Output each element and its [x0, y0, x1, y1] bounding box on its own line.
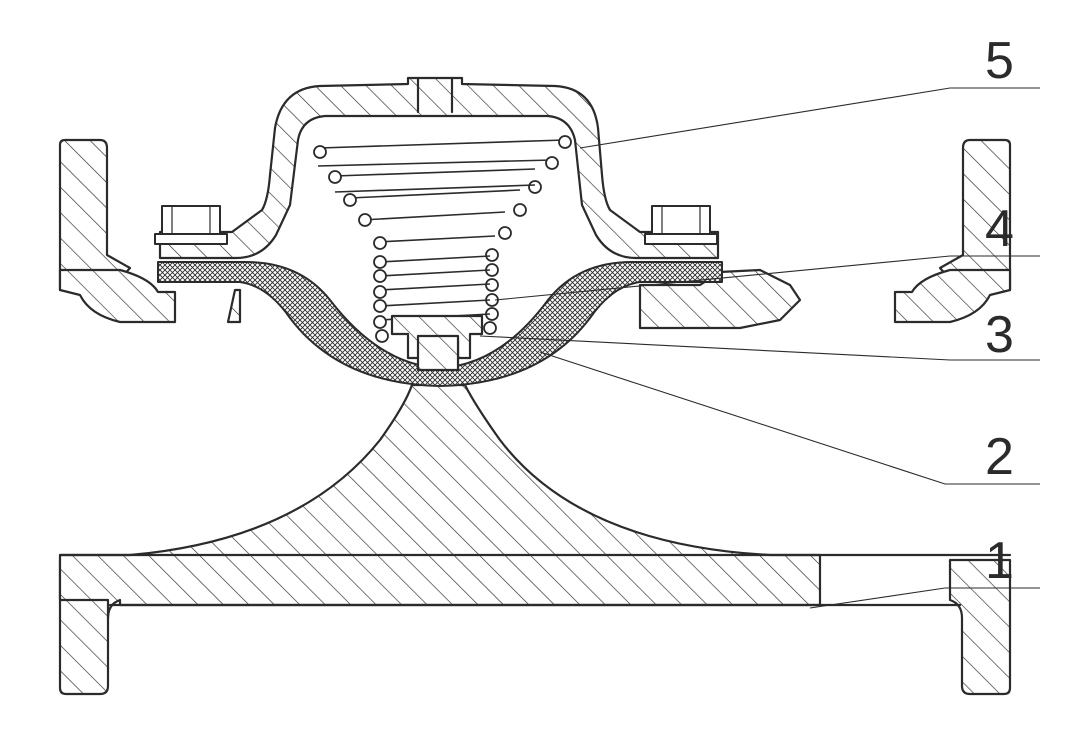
- body-upper-right: [638, 268, 1012, 330]
- callout-1: 1: [985, 532, 1014, 590]
- right-bolt: [644, 205, 718, 245]
- callout-3: 3: [985, 306, 1014, 364]
- spring-coil-row: [375, 329, 389, 343]
- spring-coil-row: [343, 189, 527, 217]
- spring-coil-row: [328, 168, 542, 194]
- callout-labels: 5 4 3 2 1: [985, 32, 1014, 590]
- spring-coil-row: [373, 269, 499, 292]
- leader-2: [539, 351, 1040, 485]
- spring-coil-row: [358, 211, 512, 240]
- left-bolt: [154, 205, 228, 245]
- spring-coil-row: [373, 235, 499, 262]
- body-left-flange: [58, 138, 132, 696]
- callout-5: 5: [985, 32, 1014, 90]
- leader-5: [579, 87, 1040, 149]
- spring-coil-row: [334, 184, 536, 193]
- spring-coil-row: [313, 135, 572, 159]
- spring-coil-row: [373, 283, 499, 307]
- spring-coil-row: [317, 156, 559, 170]
- body-bottom-and-weir: [58, 383, 1012, 620]
- diaphragm: [157, 261, 723, 387]
- spring: [313, 135, 572, 343]
- callout-2: 2: [985, 428, 1014, 486]
- body-upper-left: [58, 268, 242, 324]
- leader-lines: [479, 87, 1040, 609]
- body-right-flange: [938, 138, 1012, 696]
- bonnet-cover: [158, 76, 720, 260]
- leader-1: [809, 587, 1040, 609]
- leader-3: [479, 335, 1040, 361]
- plunger-disc: [390, 314, 484, 372]
- callout-4: 4: [985, 200, 1014, 258]
- leader-4: [494, 255, 1040, 301]
